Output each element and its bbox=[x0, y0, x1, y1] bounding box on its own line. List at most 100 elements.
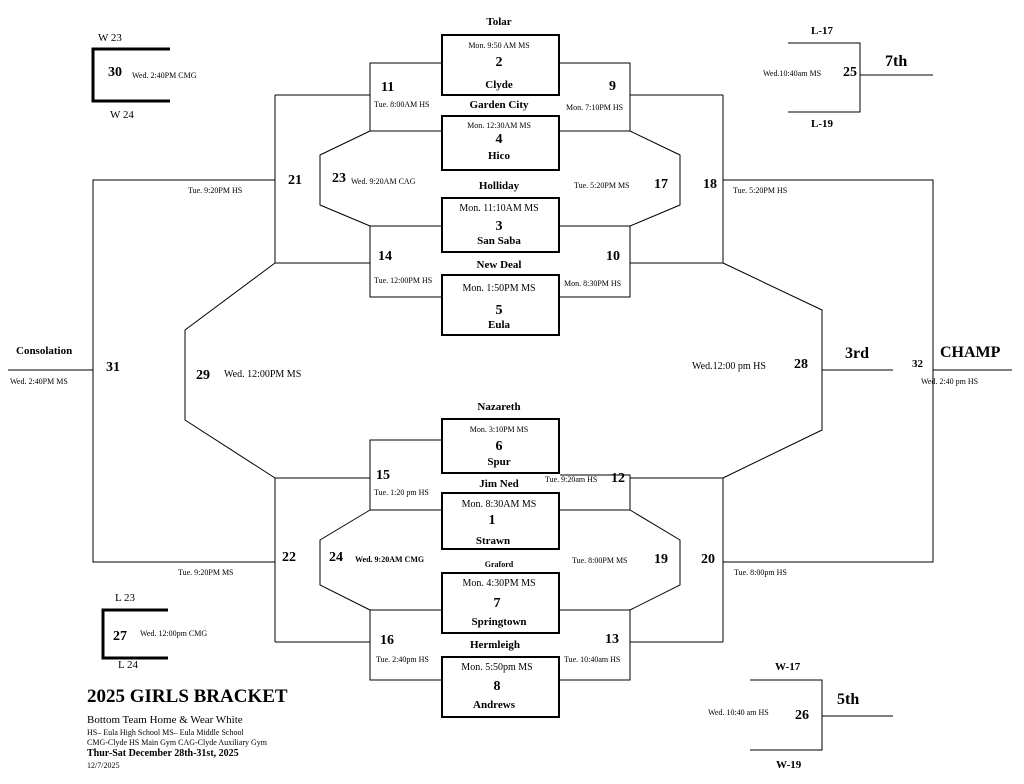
game-6-time: Mon. 3:10PM MS bbox=[469, 425, 529, 434]
game-31-number: 31 bbox=[106, 360, 120, 375]
game-30-number: 30 bbox=[108, 65, 122, 80]
game-15-number: 15 bbox=[376, 468, 390, 483]
game-1-number: 1 bbox=[488, 513, 496, 528]
game-28-number: 28 bbox=[794, 357, 808, 372]
team-jim-ned: Jim Ned bbox=[479, 478, 519, 490]
seventh-top: L-17 bbox=[811, 25, 833, 37]
team-clyde: Clyde bbox=[485, 79, 513, 91]
game-20-number: 20 bbox=[701, 552, 715, 567]
game-2-number: 2 bbox=[495, 55, 503, 70]
game-27-bottom: L 24 bbox=[118, 659, 139, 671]
game-24-time: Wed. 9:20AM CMG bbox=[355, 555, 425, 564]
game-26-number: 26 bbox=[795, 708, 809, 723]
team-andrews: Andrews bbox=[473, 699, 515, 711]
game-8-time: Mon. 5:50pm MS bbox=[461, 662, 533, 673]
team-nazareth: Nazareth bbox=[477, 401, 521, 413]
game-11-time: Tue. 8:00AM HS bbox=[374, 100, 430, 109]
team-hermleigh: Hermleigh bbox=[469, 639, 521, 651]
fifth-bottom: W-19 bbox=[776, 759, 802, 771]
game-12-time: Tue. 9:20am HS bbox=[545, 475, 598, 484]
game-18-number: 18 bbox=[703, 177, 717, 192]
game-28-time: Wed.12:00 pm HS bbox=[692, 361, 766, 372]
game-24-number: 24 bbox=[329, 550, 343, 565]
game-box-3 bbox=[441, 197, 560, 253]
game-16-time: Tue. 2:40pm HS bbox=[376, 655, 429, 664]
fifth-place-label: 5th bbox=[837, 691, 860, 708]
game-19-number: 19 bbox=[654, 552, 668, 567]
seventh-time: Wed.10:40am MS bbox=[763, 69, 822, 78]
footer-date: 12/7/2025 bbox=[87, 761, 120, 770]
game-9-number: 9 bbox=[609, 79, 616, 94]
consolation-time: Wed. 2:40PM MS bbox=[10, 377, 68, 386]
game-11-number: 11 bbox=[381, 80, 395, 95]
game-8-number: 8 bbox=[493, 679, 501, 694]
fifth-time: Wed. 10:40 am HS bbox=[708, 708, 769, 717]
game-17-time: Tue. 5:20PM MS bbox=[574, 181, 630, 190]
team-tolar: Tolar bbox=[486, 16, 512, 28]
team-san-saba: San Saba bbox=[477, 235, 521, 247]
game-box-1 bbox=[441, 492, 560, 550]
game-23-time: Wed. 9:20AM CAG bbox=[351, 177, 416, 186]
game-29-number: 29 bbox=[196, 368, 210, 383]
game-19-time: Tue. 8:00PM MS bbox=[572, 556, 628, 565]
footer-line-gyms: CMG-Clyde HS Main Gym CAG-Clyde Auxiliar… bbox=[87, 738, 267, 747]
team-holliday: Holliday bbox=[478, 180, 520, 192]
seventh-bottom: L-19 bbox=[811, 118, 833, 130]
team-spur: Spur bbox=[487, 456, 511, 468]
game-3-time: Mon. 11:10AM MS bbox=[459, 203, 539, 214]
game-7-time: Mon. 4:30PM MS bbox=[462, 578, 536, 589]
game-17-number: 17 bbox=[654, 177, 668, 192]
game-29-time: Wed. 12:00PM MS bbox=[224, 369, 302, 380]
game-30-time: Wed. 2:40PM CMG bbox=[132, 71, 197, 80]
footer-line-hs-ms: HS– Eula High School MS– Eula Middle Sch… bbox=[87, 728, 244, 737]
third-place-label: 3rd bbox=[845, 345, 869, 362]
game-4-number: 4 bbox=[495, 132, 503, 147]
game-16-number: 16 bbox=[380, 633, 394, 648]
game-30-bottom: W 24 bbox=[110, 109, 134, 121]
game-7-number: 7 bbox=[493, 596, 501, 611]
game-6-number: 6 bbox=[495, 439, 503, 454]
game-27-top: L 23 bbox=[115, 592, 136, 604]
game-22-number: 22 bbox=[282, 550, 296, 565]
game-5-time: Mon. 1:50PM MS bbox=[462, 283, 536, 294]
game-13-time: Tue. 10:40am HS bbox=[564, 655, 621, 664]
game-20-time: Tue. 8:00pm HS bbox=[734, 568, 787, 577]
game-1-time: Mon. 8:30AM MS bbox=[461, 499, 537, 510]
game-box-4 bbox=[441, 115, 560, 171]
game-27-time: Wed. 12:00pm CMG bbox=[140, 629, 208, 638]
game-21-number: 21 bbox=[288, 173, 302, 188]
footer-line-dates: Thur-Sat December 28th-31st, 2025 bbox=[87, 748, 239, 759]
team-springtown: Springtown bbox=[471, 616, 527, 628]
game-30-top: W 23 bbox=[98, 32, 122, 44]
consolation-label: Consolation bbox=[16, 345, 73, 357]
team-eula: Eula bbox=[487, 319, 511, 331]
game-13-number: 13 bbox=[605, 632, 619, 647]
game-32-number: 32 bbox=[912, 358, 923, 370]
game-box-6 bbox=[441, 418, 560, 474]
game-25-number: 25 bbox=[843, 65, 857, 80]
game-box-5 bbox=[441, 274, 560, 336]
game-4-time: Mon. 12:30AM MS bbox=[467, 121, 531, 130]
game-23-number: 23 bbox=[332, 171, 346, 186]
game-15-time: Tue. 1:20 pm HS bbox=[374, 488, 429, 497]
game-box-8 bbox=[441, 656, 560, 718]
game-27-number: 27 bbox=[113, 629, 127, 644]
game-18-time: Tue. 5:20PM HS bbox=[733, 186, 788, 195]
game-3-number: 3 bbox=[495, 219, 503, 234]
game-9-time: Mon. 7:10PM HS bbox=[566, 103, 624, 112]
fifth-top: W-17 bbox=[775, 661, 801, 673]
footer-line-home: Bottom Team Home & Wear White bbox=[87, 714, 243, 726]
champ-label: CHAMP bbox=[940, 344, 1001, 361]
game-10-time: Mon. 8:30PM HS bbox=[564, 279, 622, 288]
team-new-deal: New Deal bbox=[476, 259, 522, 271]
game-14-time: Tue. 12:00PM HS bbox=[374, 276, 433, 285]
game-14-number: 14 bbox=[378, 249, 392, 264]
team-garden-city: Garden City bbox=[469, 99, 529, 111]
game-10-number: 10 bbox=[606, 249, 620, 264]
game-2-time: Mon. 9:50 AM MS bbox=[468, 41, 530, 50]
team-strawn: Strawn bbox=[475, 535, 511, 547]
seventh-place-label: 7th bbox=[885, 53, 908, 70]
game-21-time: Tue. 9:20PM HS bbox=[188, 186, 243, 195]
team-hico: Hico bbox=[488, 150, 510, 162]
